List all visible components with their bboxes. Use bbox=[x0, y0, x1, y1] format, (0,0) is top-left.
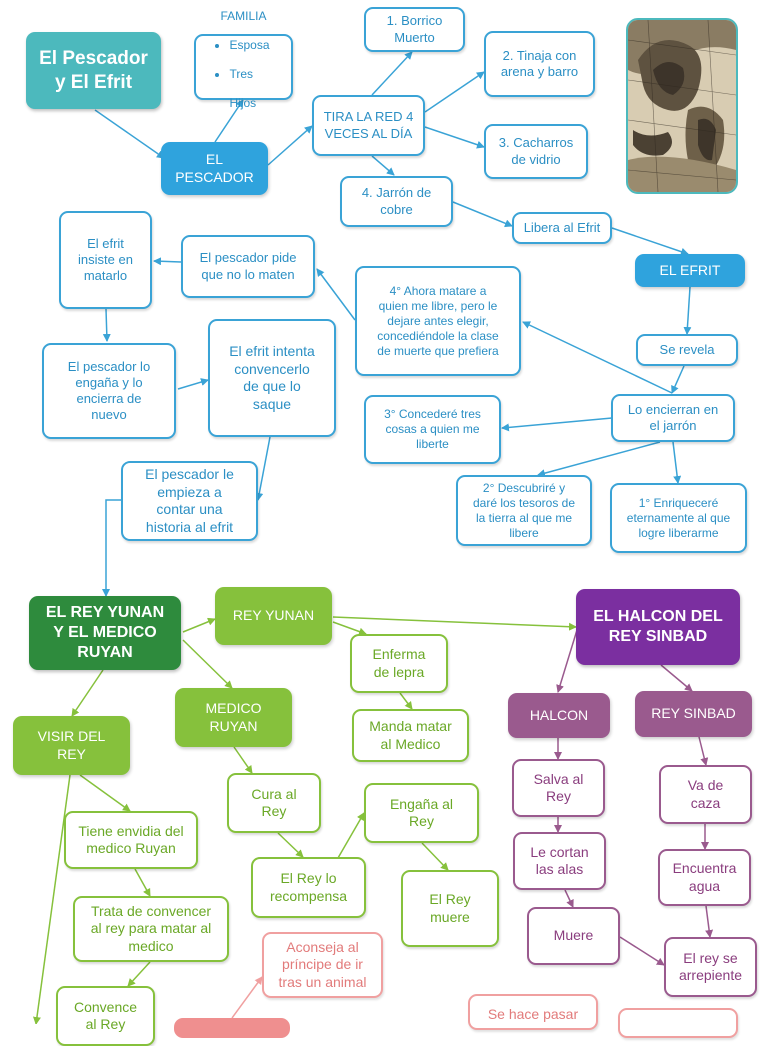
rey-muere-node: El Rey muere bbox=[401, 870, 499, 947]
el-pescador-node: EL PESCADOR bbox=[161, 142, 268, 195]
jarron-cobre-node: 4. Jarrón de cobre bbox=[340, 176, 453, 227]
pink-node-partial bbox=[174, 1018, 290, 1038]
trata-convencer-node: Trata de convencer al rey para matar al … bbox=[73, 896, 229, 962]
borrico-node: 1. Borrico Muerto bbox=[364, 7, 465, 52]
cacharros-node: 3. Cacharros de vidrio bbox=[484, 124, 588, 179]
descubrire-node: 2° Descubriré y daré los tesoros de la t… bbox=[456, 475, 592, 546]
tira-la-red-node: TIRA LA RED 4 VECES AL DÍA bbox=[312, 95, 425, 156]
rey-arrepiente-node: El rey se arrepiente bbox=[664, 937, 757, 997]
aconseja-principe-node: Aconseja al príncipe de ir tras un anima… bbox=[262, 932, 383, 998]
salva-rey-node: Salva al Rey bbox=[512, 759, 605, 817]
edge bbox=[316, 268, 356, 321]
edge bbox=[255, 436, 271, 501]
edge bbox=[501, 417, 613, 432]
title-node: El Pescador y El Efrit bbox=[26, 32, 161, 109]
edge bbox=[671, 365, 685, 394]
edge bbox=[153, 257, 182, 266]
envidia-node: Tiene envidia del medico Ruyan bbox=[64, 811, 198, 869]
halcon-node: HALCON bbox=[508, 693, 610, 738]
familia-item: Esposa bbox=[229, 38, 269, 52]
pink-node-partial-right bbox=[618, 1008, 738, 1038]
contar-historia-node: El pescador le empieza a contar una hist… bbox=[121, 461, 258, 541]
medico-ruyan-node: MEDICO RUYAN bbox=[175, 688, 292, 747]
familia-item: Tres bbox=[229, 67, 269, 81]
edge bbox=[611, 227, 689, 256]
edge bbox=[619, 936, 665, 966]
concedere-node: 3° Concederé tres cosas a quien me liber… bbox=[364, 395, 501, 464]
pide-no-maten-node: El pescador pide que no lo maten bbox=[181, 235, 315, 298]
edge bbox=[424, 126, 485, 149]
familia-list: Esposa Tres Hijos bbox=[217, 24, 269, 125]
cura-rey-node: Cura al Rey bbox=[227, 773, 321, 833]
se-hace-pasar-node: Se hace pasar bbox=[468, 994, 598, 1030]
tinaja-node: 2. Tinaja con arena y barro bbox=[484, 31, 595, 97]
edge bbox=[337, 812, 365, 859]
edge bbox=[564, 889, 574, 908]
engraving-illustration bbox=[626, 18, 738, 194]
insiste-node: El efrit insiste en matarlo bbox=[59, 211, 152, 309]
edge bbox=[231, 976, 263, 1019]
edge bbox=[672, 441, 682, 484]
edge bbox=[556, 629, 578, 693]
edge bbox=[79, 774, 131, 812]
el-efrit-node: EL EFRIT bbox=[635, 254, 745, 287]
familia-item: Hijos bbox=[229, 95, 257, 110]
edge bbox=[102, 499, 121, 597]
lo-encierran-node: Lo encierran en el jarrón bbox=[611, 394, 735, 442]
edge bbox=[71, 669, 104, 717]
rey-yunan-node: REY YUNAN bbox=[215, 587, 332, 645]
edge bbox=[371, 155, 395, 176]
edge bbox=[177, 378, 209, 390]
engana-rey-node: Engaña al Rey bbox=[364, 783, 479, 843]
edge bbox=[660, 664, 693, 692]
va-caza-node: Va de caza bbox=[659, 765, 752, 824]
edge bbox=[698, 736, 709, 766]
edge bbox=[277, 832, 304, 858]
edge bbox=[452, 201, 513, 228]
edge bbox=[332, 616, 577, 631]
enriquecere-node: 1° Enriqueceré eternamente al que logre … bbox=[610, 483, 747, 553]
edge bbox=[134, 868, 151, 897]
edge bbox=[102, 308, 111, 342]
rey-yunan-medico-node: EL REY YUNAN Y EL MEDICO RUYAN bbox=[29, 596, 181, 670]
edge bbox=[267, 125, 313, 166]
rey-recompensa-node: El Rey lo recompensa bbox=[251, 857, 366, 918]
familia-title: FAMILIA bbox=[220, 9, 267, 24]
edge bbox=[127, 961, 151, 987]
edge bbox=[182, 639, 233, 689]
se-revela-node: Se revela bbox=[636, 334, 738, 366]
edge bbox=[424, 71, 485, 113]
edge bbox=[371, 51, 413, 96]
manda-matar-node: Manda matar al Medico bbox=[352, 709, 469, 762]
edge bbox=[332, 621, 367, 636]
edge bbox=[182, 617, 216, 633]
muere-node: Muere bbox=[527, 907, 620, 965]
halcon-rey-sinbad-node: EL HALCON DEL REY SINBAD bbox=[576, 589, 740, 665]
engana-encierra-node: El pescador lo engaña y lo encierra de n… bbox=[42, 343, 176, 439]
rey-sinbad-node: REY SINBAD bbox=[635, 691, 752, 737]
ahora-matare-node: 4° Ahora matare a quien me libre, pero l… bbox=[355, 266, 521, 376]
edge bbox=[399, 692, 413, 710]
visir-node: VISIR DEL REY bbox=[13, 716, 130, 775]
edge bbox=[705, 905, 714, 938]
enferma-lepra-node: Enferma de lepra bbox=[350, 634, 448, 693]
edge bbox=[683, 286, 692, 335]
edge bbox=[421, 842, 449, 871]
edge bbox=[94, 109, 165, 159]
convence-rey-node: Convence al Rey bbox=[56, 986, 155, 1046]
cortan-alas-node: Le cortan las alas bbox=[513, 832, 606, 890]
encuentra-agua-node: Encuentra agua bbox=[658, 849, 751, 906]
edge bbox=[537, 441, 661, 478]
libera-efrit-node: Libera al Efrit bbox=[512, 212, 612, 244]
intenta-convencer-node: El efrit intenta convencerlo de que lo s… bbox=[208, 319, 336, 437]
edge bbox=[233, 746, 253, 774]
familia-node: FAMILIA Esposa Tres Hijos bbox=[194, 9, 293, 110]
